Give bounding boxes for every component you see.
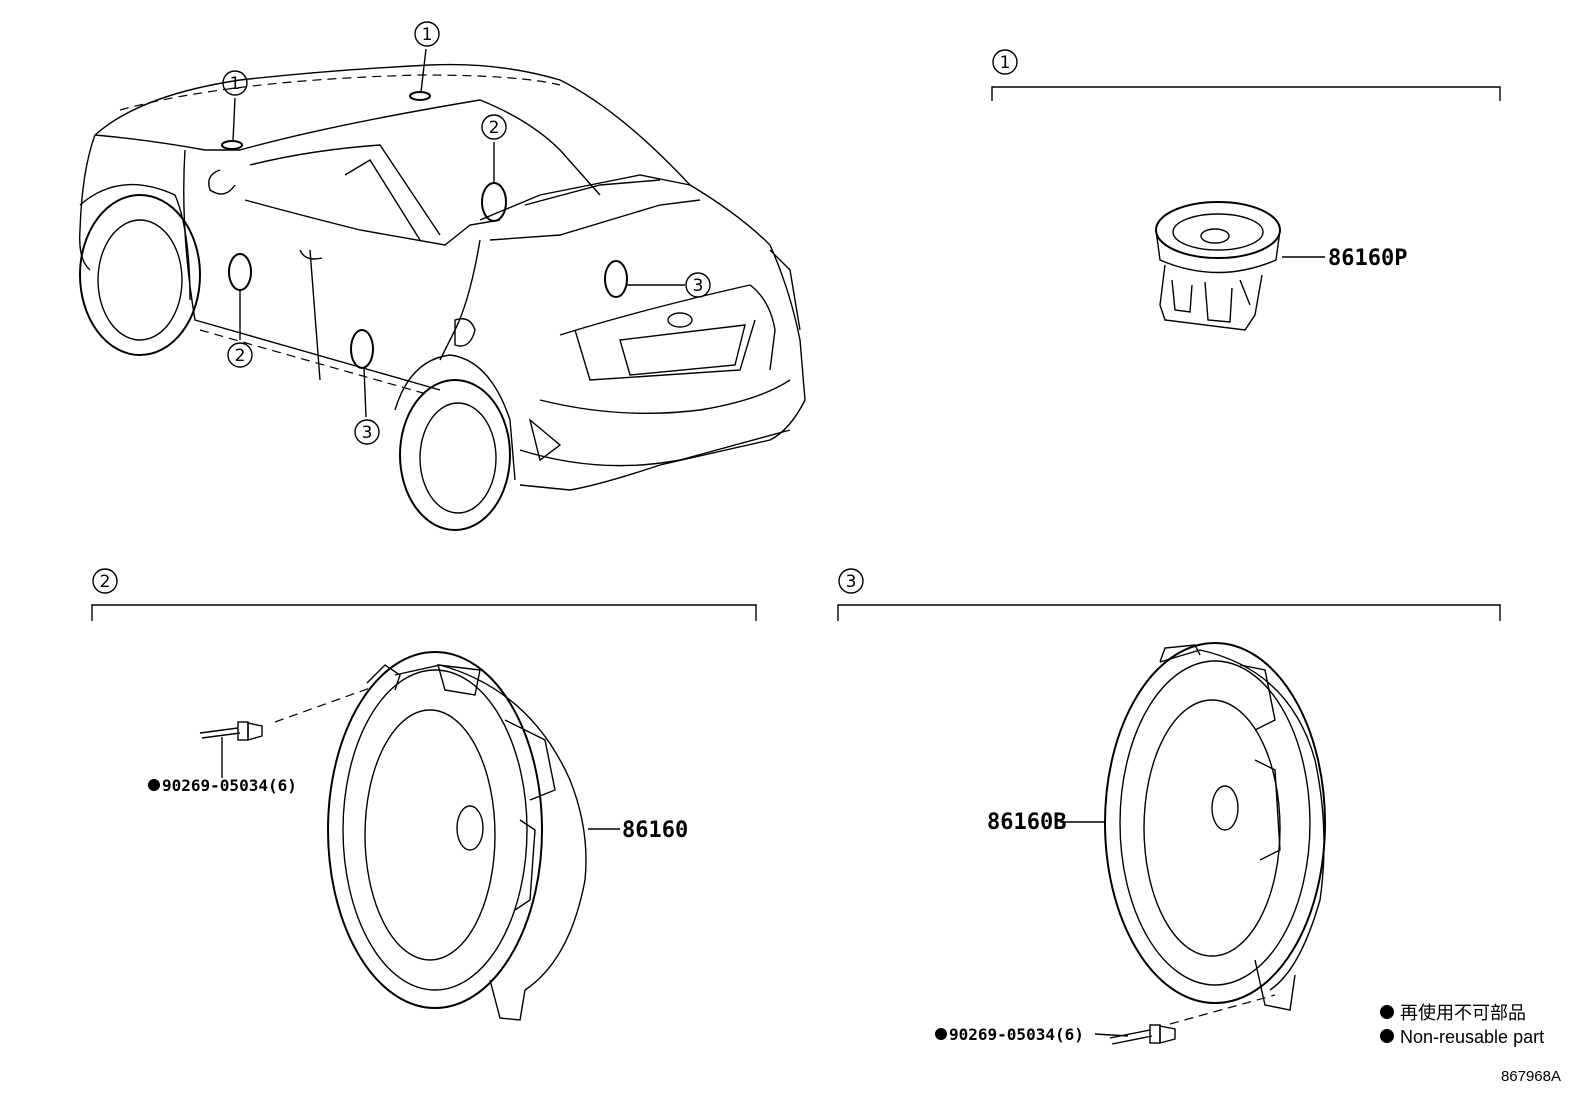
callout-2-front-door: 2: [235, 346, 246, 366]
tweeter-illustration: [1155, 201, 1281, 331]
figure-id: 867968A: [1501, 1068, 1561, 1085]
section-3-number: 3: [846, 572, 857, 592]
fastener-number-a: 90269-05034(6): [162, 776, 297, 795]
legend-bullet-1: [1380, 1005, 1394, 1019]
section-2: 2 90269-05034(6) 86160: [91, 568, 757, 1021]
callout-2-rear-pillar: 2: [489, 118, 500, 138]
section-1-number: 1: [1000, 53, 1011, 73]
fastener-number-b: 90269-05034(6): [949, 1025, 1084, 1044]
bolt-90269-illustration-b: [1109, 1024, 1176, 1045]
legend: 再使用不可部品 Non-reusable part: [1380, 1003, 1544, 1047]
non-reusable-marker-a: [148, 779, 160, 791]
speaker-86160B-illustration: [1104, 642, 1326, 1011]
legend-japanese: 再使用不可部品: [1400, 1003, 1526, 1023]
callout-3-rear-quarter: 3: [693, 276, 704, 296]
legend-bullet-2: [1380, 1029, 1394, 1043]
section-1: 1 86160P: [991, 49, 1501, 331]
callout-3-rear-door: 3: [362, 423, 373, 443]
callout-1-roof: 1: [422, 25, 433, 45]
legend-english: Non-reusable part: [1400, 1027, 1544, 1047]
section-3: 3 90269-05034(6) 86160B: [837, 568, 1501, 1045]
non-reusable-marker-b: [935, 1028, 947, 1040]
part-number-86160P: 86160P: [1328, 246, 1407, 271]
part-number-86160: 86160: [622, 818, 688, 843]
vehicle-callouts: 1 1 2 2 3 3: [222, 21, 711, 445]
section-2-number: 2: [100, 572, 111, 592]
part-number-86160B: 86160B: [987, 810, 1066, 835]
bolt-90269-illustration-a: [199, 721, 263, 741]
speaker-86160-illustration: [327, 651, 587, 1021]
callout-1-upper-left: 1: [230, 74, 241, 94]
